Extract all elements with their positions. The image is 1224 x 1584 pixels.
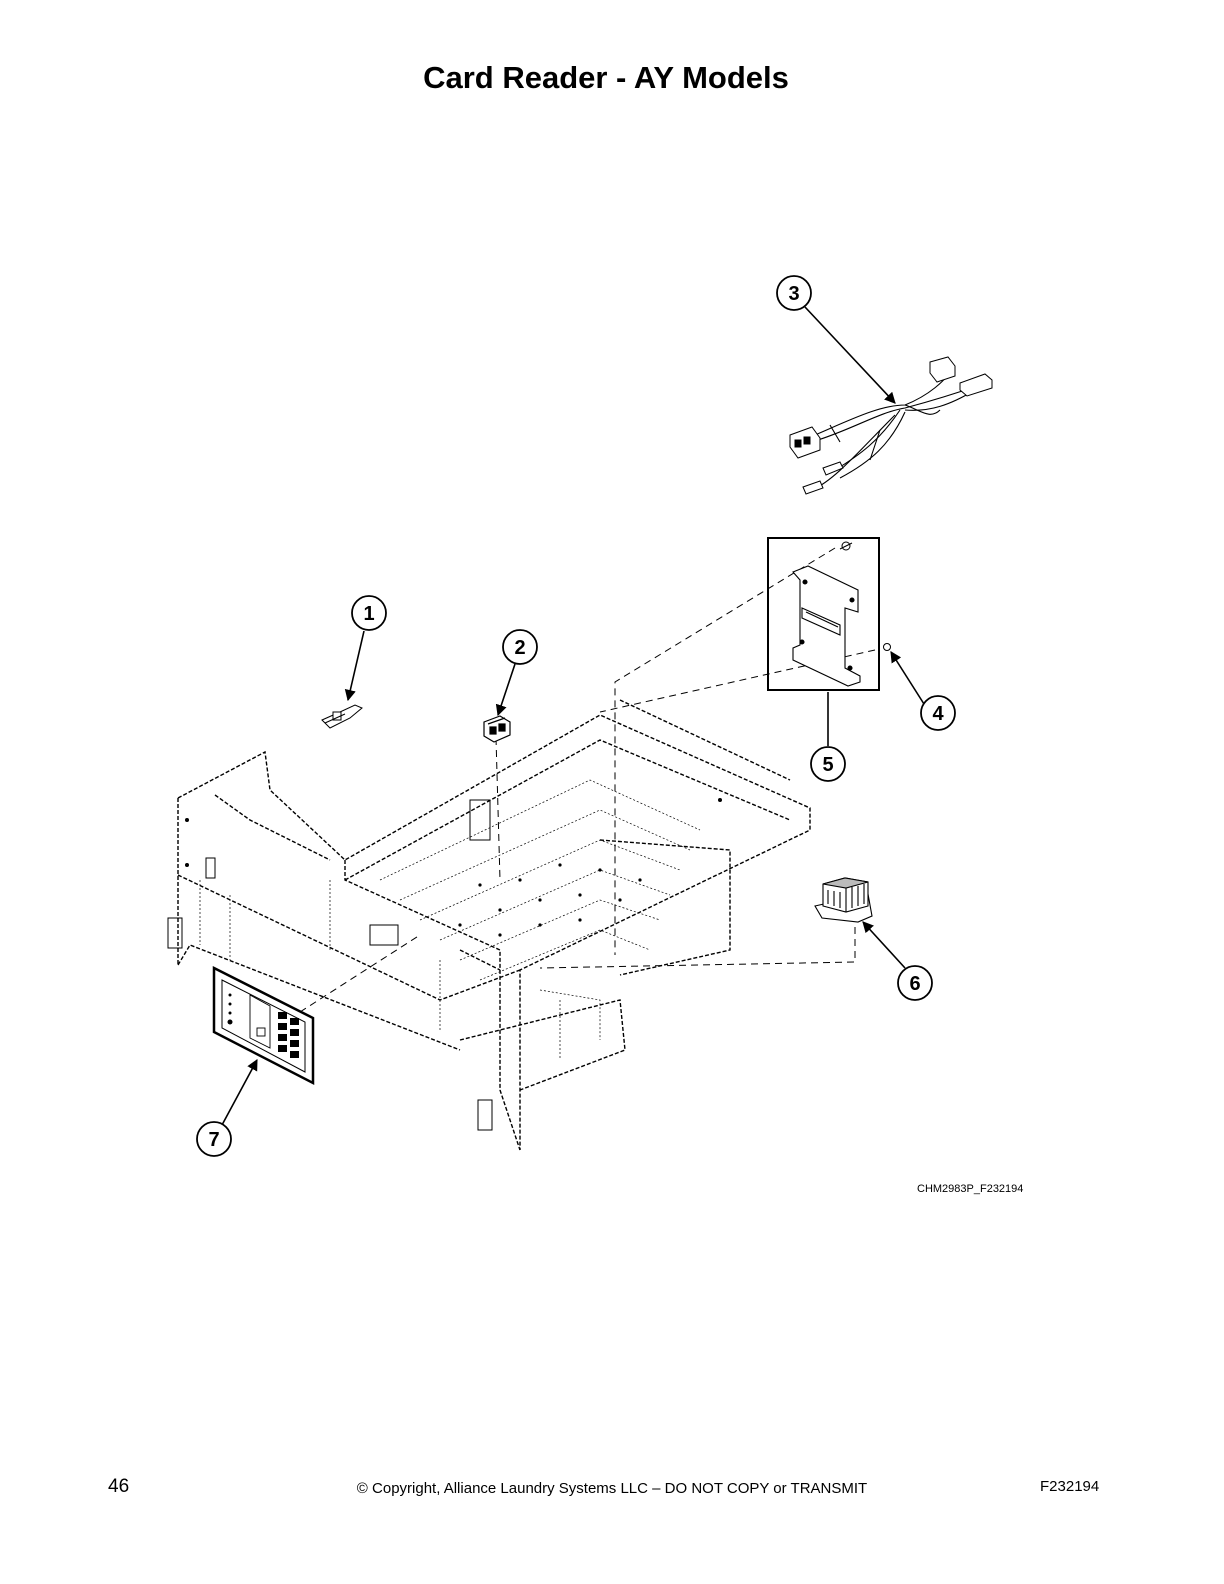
callout-1: 1 bbox=[363, 603, 374, 625]
callout-7: 7 bbox=[208, 1129, 219, 1151]
machine-chassis bbox=[177, 699, 811, 1151]
bracket-part bbox=[321, 704, 363, 729]
page-title: Card Reader - AY Models bbox=[423, 60, 789, 95]
chassis-interior-details bbox=[199, 779, 701, 1060]
drawing-id: CHM2983P_F232194 bbox=[917, 1183, 1024, 1195]
callout-5: 5 bbox=[822, 754, 833, 776]
chassis-slots bbox=[167, 799, 493, 1131]
callout-4: 4 bbox=[932, 703, 944, 725]
callout-3: 3 bbox=[788, 283, 799, 305]
connector-part bbox=[483, 715, 511, 743]
assembly-leader-lines bbox=[299, 547, 876, 1013]
page-number: 46 bbox=[108, 1476, 130, 1497]
chassis-holes bbox=[185, 798, 722, 937]
callout-balloons bbox=[196, 275, 956, 1157]
wire-harness-part bbox=[811, 371, 981, 491]
callout-arrows bbox=[221, 306, 925, 1126]
keypad-overlay-part bbox=[212, 965, 315, 1086]
harness-connectors bbox=[789, 356, 993, 495]
screw-parts bbox=[839, 541, 891, 651]
form-number: F232194 bbox=[1040, 1478, 1100, 1495]
card-reader-box bbox=[767, 537, 880, 691]
transformer-part bbox=[814, 877, 873, 923]
card-reader-bracket bbox=[792, 565, 861, 687]
callout-2: 2 bbox=[514, 637, 525, 659]
copyright-notice: © Copyright, Alliance Laundry Systems LL… bbox=[356, 1480, 868, 1497]
callout-6: 6 bbox=[909, 973, 920, 995]
